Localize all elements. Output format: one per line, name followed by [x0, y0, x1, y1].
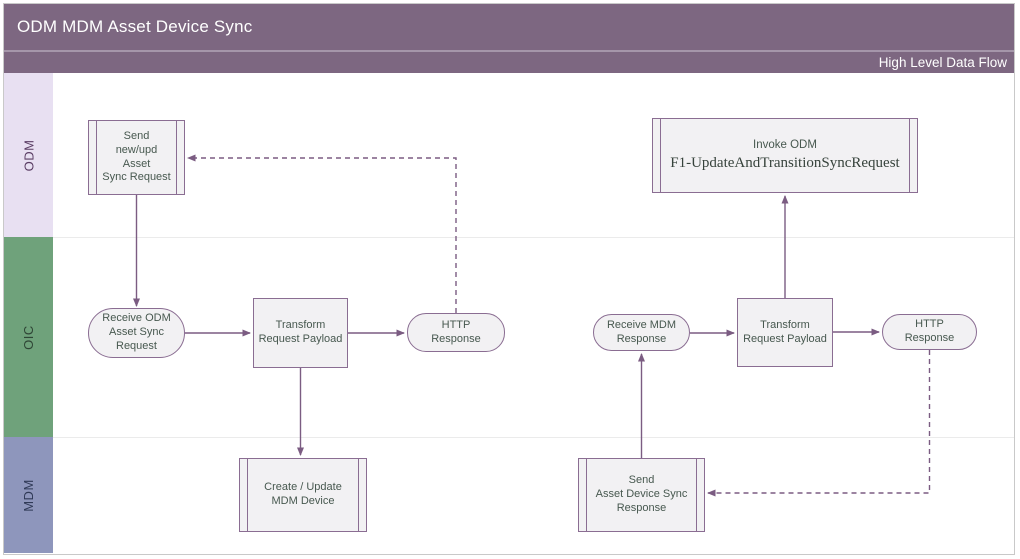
lane-mdm-label: MDM	[4, 437, 53, 553]
lane-odm-label: ODM	[4, 73, 53, 237]
node-invoke-odm-label: Invoke ODM F1-UpdateAndTransitionSyncReq…	[670, 138, 899, 173]
page-title: ODM MDM Asset Device Sync	[17, 17, 253, 36]
lane-oic-label: OIC	[4, 237, 53, 437]
node-create-update-mdm-device-label: Create / Update MDM Device	[264, 481, 342, 507]
node-http-response-right: HTTP Response	[882, 314, 977, 350]
lane-mdm: MDM	[4, 437, 1014, 553]
lane-oic-label-text: OIC	[21, 324, 36, 350]
node-transform-request-payload-right-label: Transform Request Payload	[743, 318, 827, 345]
lane-odm-label-text: ODM	[21, 139, 36, 171]
node-receive-odm-request-label: Receive ODM Asset Sync Request	[102, 312, 171, 352]
node-invoke-odm-line2: F1-UpdateAndTransitionSyncRequest	[670, 155, 900, 172]
diagram-frame: ODM MDM Asset Device Sync High Level Dat…	[3, 3, 1015, 555]
node-send-asset-sync-request-label: Send new/upd Asset Sync Request	[102, 130, 171, 184]
lane-mdm-label-text: MDM	[20, 478, 36, 512]
node-http-response-right-label: HTTP Response	[904, 318, 955, 344]
subtitle-bar: High Level Data Flow	[4, 52, 1014, 73]
node-send-asset-sync-request: Send new/upd Asset Sync Request	[88, 120, 185, 195]
node-send-asset-device-sync-response: Send Asset Device Sync Response	[578, 458, 705, 532]
title-bar: ODM MDM Asset Device Sync	[4, 4, 1014, 50]
node-invoke-odm: Invoke ODM F1-UpdateAndTransitionSyncReq…	[652, 118, 918, 193]
node-http-response-left: HTTP Response	[407, 313, 505, 352]
node-receive-odm-request: Receive ODM Asset Sync Request	[88, 308, 185, 358]
lane-oic-body	[53, 237, 1014, 437]
node-send-asset-device-sync-response-label: Send Asset Device Sync Response	[595, 474, 688, 514]
node-receive-mdm-response: Receive MDM Response	[593, 314, 690, 351]
page-subtitle: High Level Data Flow	[878, 55, 1007, 70]
header-divider	[4, 50, 1014, 52]
swimlanes: ODM OIC MDM	[4, 73, 1014, 553]
node-http-response-left-label: HTTP Response	[431, 318, 481, 345]
lane-mdm-body	[53, 437, 1014, 553]
node-transform-request-payload-right: Transform Request Payload	[737, 298, 833, 367]
node-invoke-odm-line1: Invoke ODM	[753, 138, 817, 151]
node-transform-request-payload-left: Transform Request Payload	[253, 298, 348, 368]
node-transform-request-payload-left-label: Transform Request Payload	[258, 319, 343, 345]
node-create-update-mdm-device: Create / Update MDM Device	[239, 458, 367, 532]
node-receive-mdm-response-label: Receive MDM Response	[606, 318, 677, 345]
